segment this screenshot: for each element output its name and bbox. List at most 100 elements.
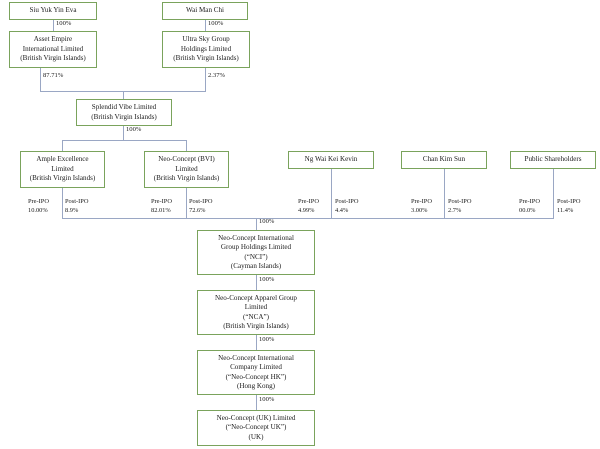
box-chan-kim-sun: Chan Kim Sun (401, 151, 487, 169)
connector-chan-to-bus (444, 169, 445, 218)
post-ipo-value: 8.9% (65, 207, 79, 215)
connector-splendid-drop (123, 91, 124, 99)
post-ipo-label: Post-IPO (448, 198, 472, 205)
box-line: (British Virgin Islands) (20, 54, 86, 63)
ipo-stats-neo-concept-bvi-pre: Pre-IPO 82.01% (151, 197, 172, 216)
box-wai-man-chi: Wai Man Chi (162, 2, 248, 20)
box-line: (“Neo-Concept HK”) (225, 372, 287, 381)
pre-ipo-value: 00.0% (519, 207, 536, 215)
box-line: Neo-Concept International (218, 353, 294, 362)
box-line: (Cayman Islands) (230, 261, 282, 270)
edge-label-hk-to-uk: 100% (259, 396, 275, 403)
post-ipo-label: Post-IPO (557, 198, 581, 205)
edge-label-nca-to-hk: 100% (259, 336, 275, 343)
connector-neo-bvi-to-bus (186, 188, 187, 218)
post-ipo-value: 2.7% (448, 207, 462, 215)
box-line: Neo-Concept (BVI) (158, 155, 215, 164)
box-line: (British Virgin Islands) (153, 174, 220, 183)
pre-ipo-label: Pre-IPO (151, 198, 172, 205)
edge-label-asset-empire-to-splendid: 87.71% (43, 72, 64, 79)
box-neo-concept-bvi-limited: Neo-Concept (BVI) Limited (British Virgi… (144, 151, 229, 188)
box-ultra-sky-group-holdings-limited: Ultra Sky Group Holdings Limited (Britis… (162, 31, 250, 68)
ipo-stats-neo-concept-bvi-post: Post-IPO 72.6% (189, 197, 212, 216)
ipo-stats-chan-kim-sun-pre: Pre-IPO 3.00% (411, 197, 432, 216)
edge-label-nci-to-nca: 100% (259, 276, 275, 283)
edge-label-to-nci: 100% (259, 218, 275, 225)
box-neo-concept-international-company-limited: Neo-Concept International Company Limite… (197, 350, 315, 395)
connector-public-to-bus (553, 169, 554, 218)
pre-ipo-label: Pre-IPO (28, 198, 49, 205)
connector-ample-to-bus (62, 188, 63, 218)
box-line: (“NCI”) (244, 252, 268, 261)
box-neo-concept-international-group-holdings-limited: Neo-Concept International Group Holdings… (197, 230, 315, 275)
ipo-stats-public-shareholders-pre: Pre-IPO 00.0% (519, 197, 540, 216)
connector-ultra-sky-down (205, 68, 206, 91)
box-line: (UK) (248, 432, 264, 441)
connector-subs-bus (62, 140, 186, 141)
edge-label-eva-to-asset-empire: 100% (56, 20, 72, 27)
box-siu-yuk-yin-eva: Siu Yuk Yin Eva (9, 2, 97, 20)
box-line: Neo-Concept Apparel Group (215, 293, 297, 302)
connector-nca-to-hk (256, 335, 257, 350)
connector-splendid-down (123, 126, 124, 140)
connector-hk-to-uk (256, 395, 257, 410)
connector-nci-bus (62, 218, 554, 219)
box-line: (British Virgin Islands) (223, 321, 289, 330)
box-ample-excellence-limited: Ample Excellence Limited (British Virgin… (20, 151, 105, 188)
box-line: (British Virgin Islands) (173, 54, 239, 63)
ipo-stats-ng-wai-kei-kevin-pre: Pre-IPO 4.99% (298, 197, 319, 216)
connector-asset-empire-down (40, 68, 41, 91)
box-asset-empire-international-limited: Asset Empire International Limited (Brit… (9, 31, 97, 68)
pre-ipo-value: 82.01% (151, 207, 171, 215)
box-line: Splendid Vibe Limited (91, 103, 157, 112)
post-ipo-label: Post-IPO (65, 198, 89, 205)
box-line: (“NCA”) (243, 312, 269, 321)
ipo-stats-ample-excellence-pre: Pre-IPO 10.00% (28, 197, 49, 216)
box-line: Ample Excellence (36, 155, 89, 164)
ipo-stats-chan-kim-sun-post: Post-IPO 2.7% (448, 197, 471, 216)
ipo-stats-ng-wai-kei-kevin-post: Post-IPO 4.4% (335, 197, 358, 216)
post-ipo-value: 4.4% (335, 207, 349, 215)
box-line: Chan Kim Sun (422, 155, 466, 164)
box-line: Group Holdings Limited (220, 243, 292, 252)
connector-nci-drop (256, 218, 257, 230)
box-line: Limited (175, 164, 198, 173)
edge-label-wai-to-ultra-sky: 100% (208, 20, 224, 27)
box-line: Neo-Concept International (218, 233, 294, 242)
box-line: Limited (51, 164, 74, 173)
box-ng-wai-kei-kevin: Ng Wai Kei Kevin (288, 151, 374, 169)
pre-ipo-value: 4.99% (298, 207, 315, 215)
connector-nci-to-nca (256, 275, 257, 290)
box-line: Company Limited (230, 363, 282, 372)
box-line: Ng Wai Kei Kevin (304, 155, 358, 164)
edge-label-splendid-to-subs: 100% (126, 126, 142, 133)
post-ipo-value: 72.6% (189, 207, 206, 215)
box-line: (Hong Kong) (236, 381, 276, 390)
box-line: Wai Man Chi (185, 6, 225, 15)
box-line: Limited (244, 303, 268, 312)
connector-ample-drop (62, 140, 63, 151)
box-line: Asset Empire (33, 35, 73, 44)
pre-ipo-value: 3.00% (411, 207, 428, 215)
edge-label-ultra-sky-to-splendid: 2.37% (208, 72, 226, 79)
box-line: (British Virgin Islands) (29, 174, 96, 183)
ipo-stats-public-shareholders-post: Post-IPO 11.4% (557, 197, 580, 216)
box-line: Holdings Limited (180, 44, 232, 53)
connector-neo-bvi-drop (186, 140, 187, 151)
connector-ng-to-bus (331, 169, 332, 218)
pre-ipo-value: 10.00% (28, 207, 48, 215)
box-public-shareholders: Public Shareholders (510, 151, 596, 169)
pre-ipo-label: Pre-IPO (519, 198, 540, 205)
connector-wai-to-ultra-sky (205, 20, 206, 31)
pre-ipo-label: Pre-IPO (411, 198, 432, 205)
post-ipo-value: 11.4% (557, 207, 574, 215)
box-line: Siu Yuk Yin Eva (29, 6, 77, 15)
box-line: Ultra Sky Group (182, 35, 230, 44)
box-line: (British Virgin Islands) (91, 112, 157, 121)
box-neo-concept-apparel-group-limited: Neo-Concept Apparel Group Limited (“NCA”… (197, 290, 315, 335)
connector-eva-to-asset-empire (53, 20, 54, 31)
box-line: (“Neo-Concept UK”) (225, 423, 287, 432)
box-line: Public Shareholders (524, 155, 582, 164)
box-line: Neo-Concept (UK) Limited (216, 413, 296, 422)
box-splendid-vibe-limited: Splendid Vibe Limited (British Virgin Is… (76, 99, 172, 126)
